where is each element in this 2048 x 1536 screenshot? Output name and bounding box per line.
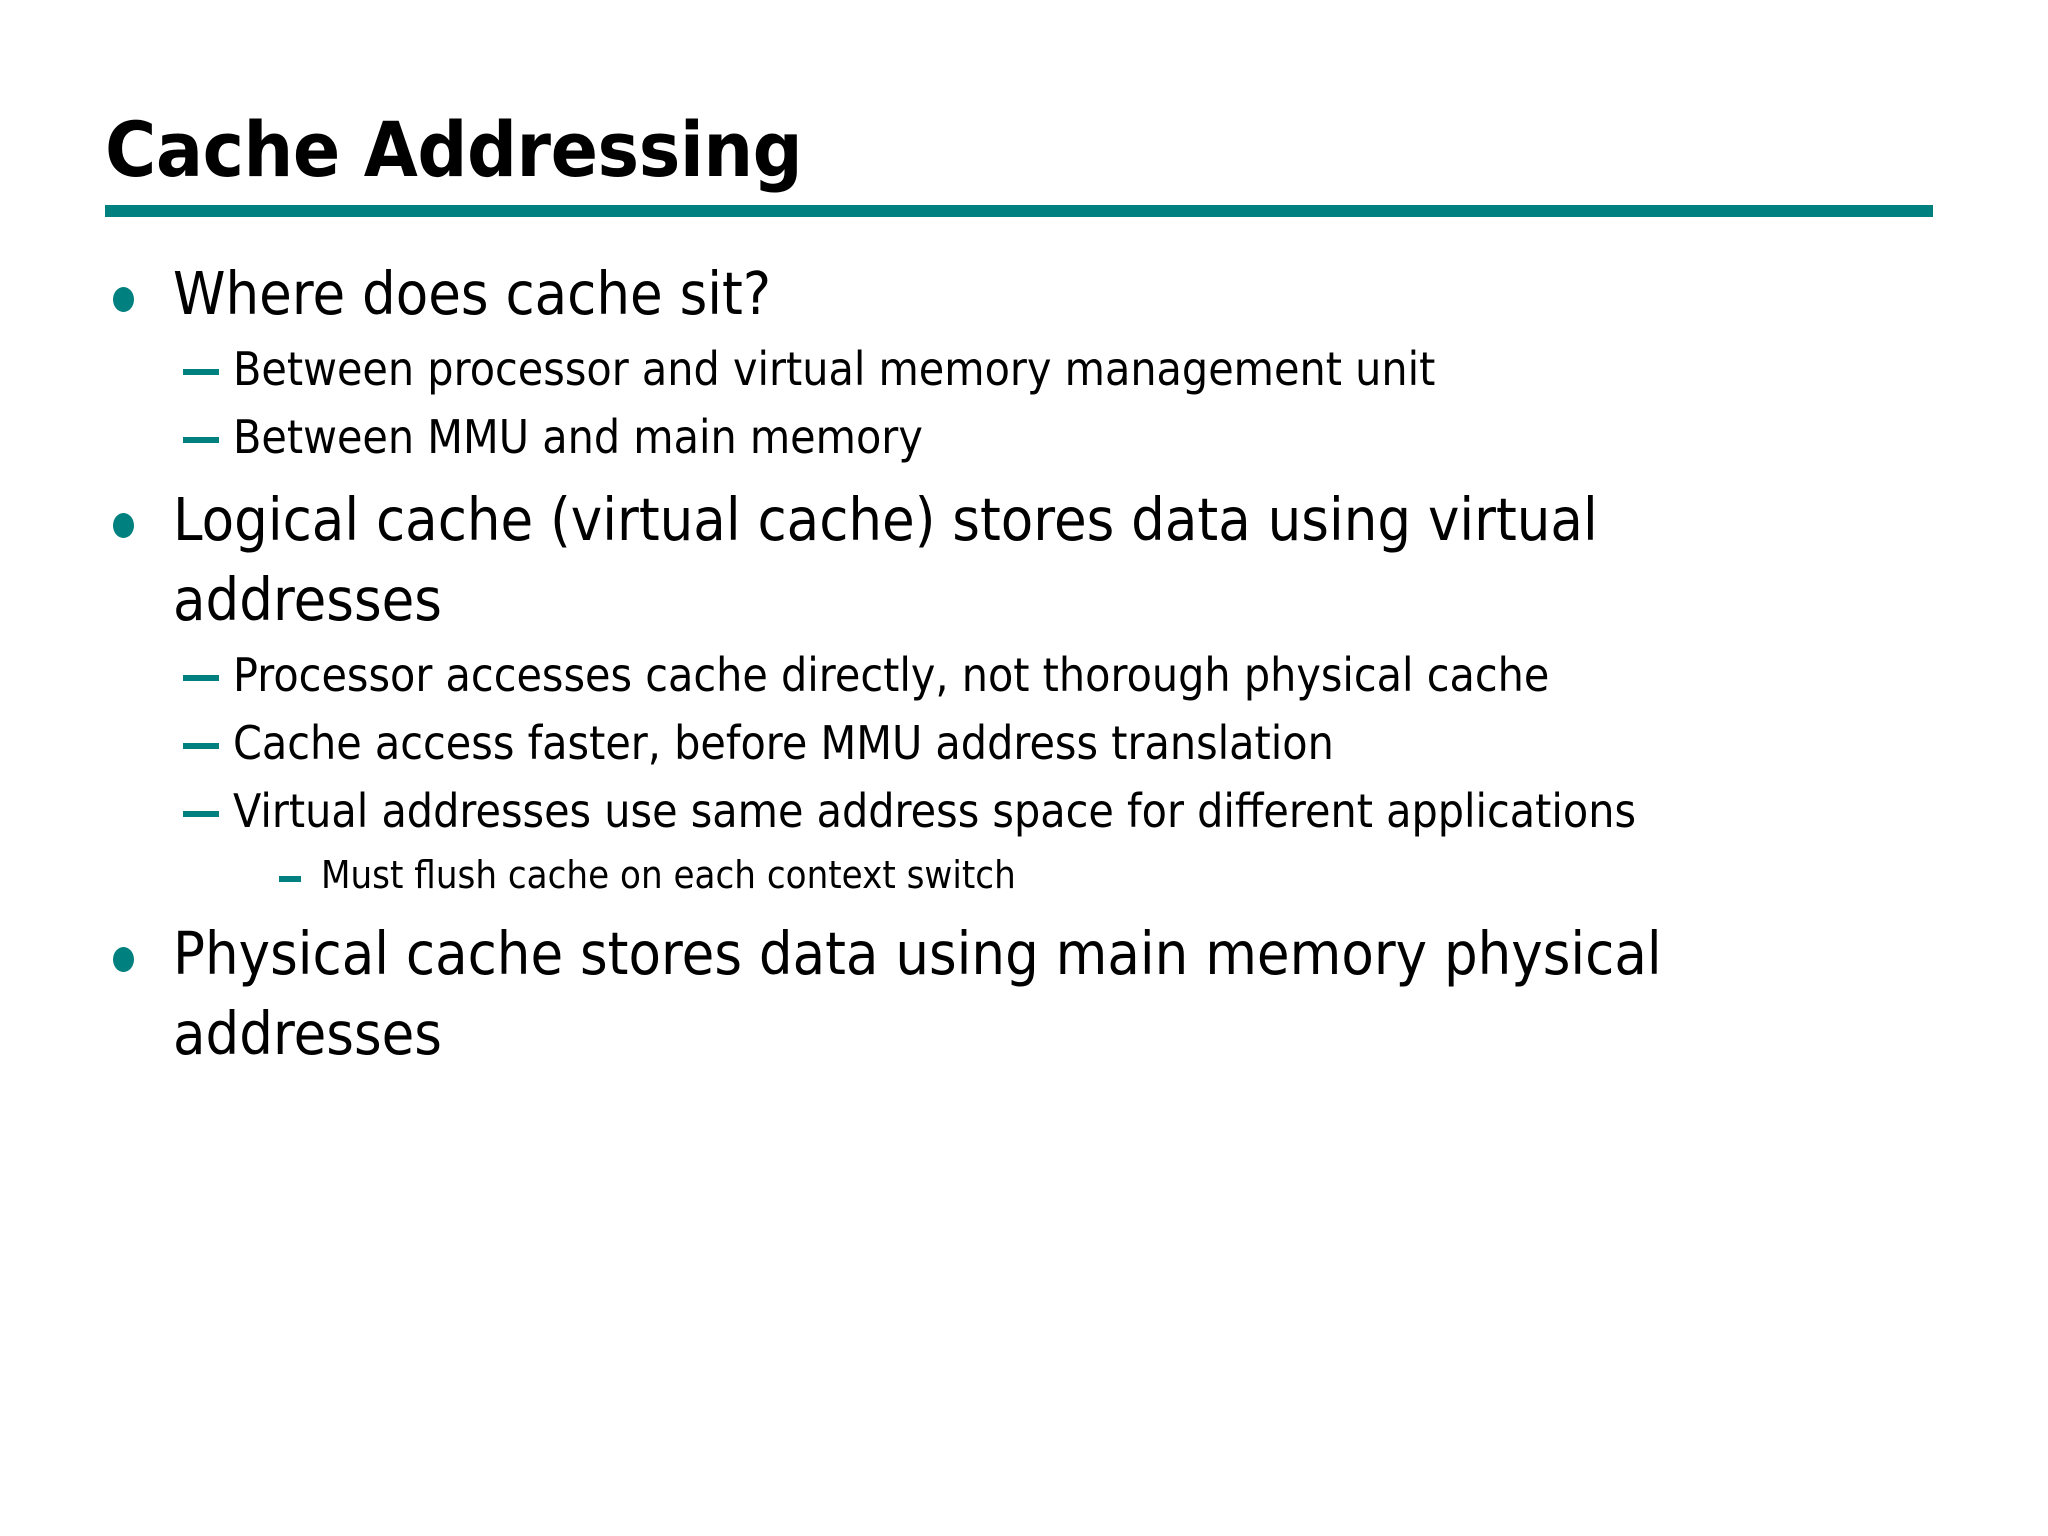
list-item: Between processor and virtual memory man… xyxy=(105,336,1985,402)
bullet-dash-icon xyxy=(177,336,233,402)
bullet-dash-icon xyxy=(177,710,233,776)
bullet-endash-icon xyxy=(277,846,321,904)
list-item: Cache access faster, before MMU address … xyxy=(105,710,1985,776)
list-item: Virtual addresses use same address space… xyxy=(105,778,1985,844)
title-underline-rule xyxy=(105,205,1933,217)
list-item: Processor accesses cache directly, not t… xyxy=(105,642,1985,708)
list-item: Must flush cache on each context switch xyxy=(105,846,1985,904)
bullet-circle-icon xyxy=(105,914,173,994)
list-item-label: Logical cache (virtual cache) stores dat… xyxy=(173,485,1598,634)
bullet-dash-icon xyxy=(177,778,233,844)
bullet-list: Where does cache sit? Between processor … xyxy=(105,248,1985,1074)
list-item-label: Where does cache sit? xyxy=(173,259,772,328)
list-item: Where does cache sit? xyxy=(105,254,1985,334)
list-item-label: Physical cache stores data using main me… xyxy=(173,919,1662,1068)
list-item: Physical cache stores data using main me… xyxy=(105,914,1985,1074)
spacer xyxy=(105,470,1985,474)
spacer xyxy=(105,904,1985,908)
list-item-label: Between MMU and main memory xyxy=(233,410,923,464)
list-item: Logical cache (virtual cache) stores dat… xyxy=(105,480,1985,640)
bullet-circle-icon xyxy=(105,254,173,334)
bullet-dash-icon xyxy=(177,404,233,470)
page-title: Cache Addressing xyxy=(105,105,803,194)
list-item: Between MMU and main memory xyxy=(105,404,1985,470)
list-item-label: Between processor and virtual memory man… xyxy=(233,342,1436,396)
list-item-label: Processor accesses cache directly, not t… xyxy=(233,648,1550,702)
title-block: Cache Addressing xyxy=(105,108,1935,192)
list-item-label: Virtual addresses use same address space… xyxy=(233,784,1637,838)
bullet-dash-icon xyxy=(177,642,233,708)
list-item-label: Must flush cache on each context switch xyxy=(321,853,1016,897)
bullet-circle-icon xyxy=(105,480,173,560)
list-item-label: Cache access faster, before MMU address … xyxy=(233,716,1334,770)
